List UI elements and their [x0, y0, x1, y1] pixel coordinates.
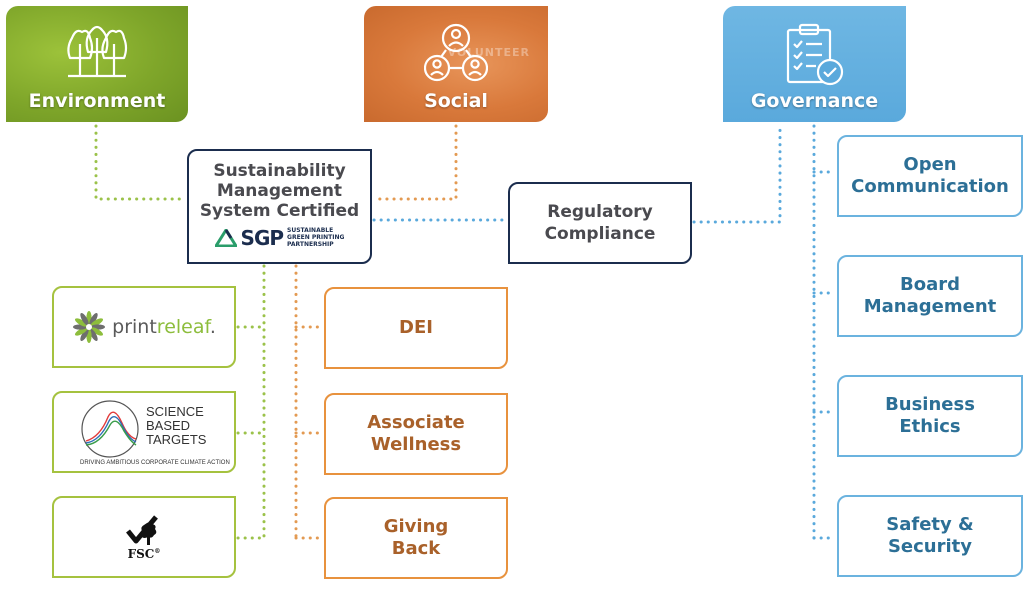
science-based-targets-box: SCIENCE BASED TARGETS DRIVING AMBITIOUS …: [52, 391, 236, 473]
regulatory-compliance-box: Regulatory Compliance: [508, 182, 692, 264]
category-social-label: Social: [424, 90, 488, 112]
sms-title-line1: Sustainability: [213, 161, 346, 181]
board-management-line1: Board: [900, 274, 960, 295]
fsc-tree-check-icon: [126, 515, 158, 545]
sgp-logo: SGP SUSTAINABLE GREEN PRINTING PARTNERSH…: [189, 227, 370, 248]
printreleaf-leaf-icon: [73, 311, 106, 343]
governance-item-open-communication: Open Communication: [837, 135, 1023, 217]
business-ethics-line2: Ethics: [899, 416, 961, 437]
trees-icon: [67, 25, 128, 78]
connector-regulatory-to-governance: [692, 124, 782, 224]
sgp-logo-text: SGP: [240, 225, 284, 250]
people-network-icon: [424, 23, 488, 82]
open-communication-line2: Communication: [851, 176, 1009, 197]
governance-item-safety-security: Safety & Security: [837, 495, 1023, 577]
printreleaf-box: printreleaf.: [52, 286, 236, 368]
category-governance: Governance: [723, 6, 906, 122]
regulatory-line2: Compliance: [544, 224, 656, 244]
sbt-tagline: DRIVING AMBITIOUS CORPORATE CLIMATE ACTI…: [80, 460, 230, 466]
social-item-giving-back: Giving Back: [324, 497, 508, 579]
regulatory-line1: Regulatory: [547, 202, 653, 222]
printreleaf-logo-text: printreleaf.: [112, 316, 216, 338]
social-item-dei: DEI: [324, 287, 508, 369]
sbt-logo-text: SCIENCE BASED TARGETS: [146, 404, 207, 447]
sgp-logo-subtext: SUSTAINABLE GREEN PRINTING PARTNERSHIP: [287, 227, 345, 248]
connector-social-to-sms: [372, 124, 458, 201]
fsc-box: FSC®: [52, 496, 236, 578]
volunteer-watermark: VOLUNTEER: [447, 46, 530, 59]
category-social: VOLUNTEER Social: [364, 6, 548, 122]
business-ethics-line1: Business: [885, 394, 975, 415]
board-management-line2: Management: [863, 296, 997, 317]
dei-label: DEI: [399, 317, 433, 338]
governance-item-board-management: Board Management: [837, 255, 1023, 337]
governance-item-business-ethics: Business Ethics: [837, 375, 1023, 457]
sbt-logo-icon: [81, 400, 139, 458]
category-environment: Environment: [6, 6, 188, 122]
associate-wellness-line2: Wellness: [370, 434, 462, 455]
open-communication-line1: Open: [903, 154, 957, 175]
sms-title-line3: System Certified: [199, 201, 360, 221]
fsc-logo: FSC®: [122, 513, 166, 561]
clipboard-check-icon: [786, 23, 843, 86]
connector-environment-to-sms: [94, 124, 188, 201]
category-governance-label: Governance: [750, 90, 879, 112]
social-item-associate-wellness: Associate Wellness: [324, 393, 508, 475]
safety-security-line2: Security: [887, 536, 973, 557]
recycle-triangle-icon: [214, 228, 237, 247]
sms-title-line2: Management: [216, 181, 343, 201]
category-environment-label: Environment: [28, 90, 166, 112]
safety-security-line1: Safety &: [886, 514, 974, 535]
associate-wellness-line1: Associate: [367, 412, 465, 433]
giving-back-line2: Back: [391, 538, 441, 559]
fsc-logo-text: FSC®: [127, 547, 161, 561]
sustainability-management-box: Sustainability Management System Certifi…: [187, 149, 372, 264]
giving-back-line1: Giving: [383, 516, 449, 537]
